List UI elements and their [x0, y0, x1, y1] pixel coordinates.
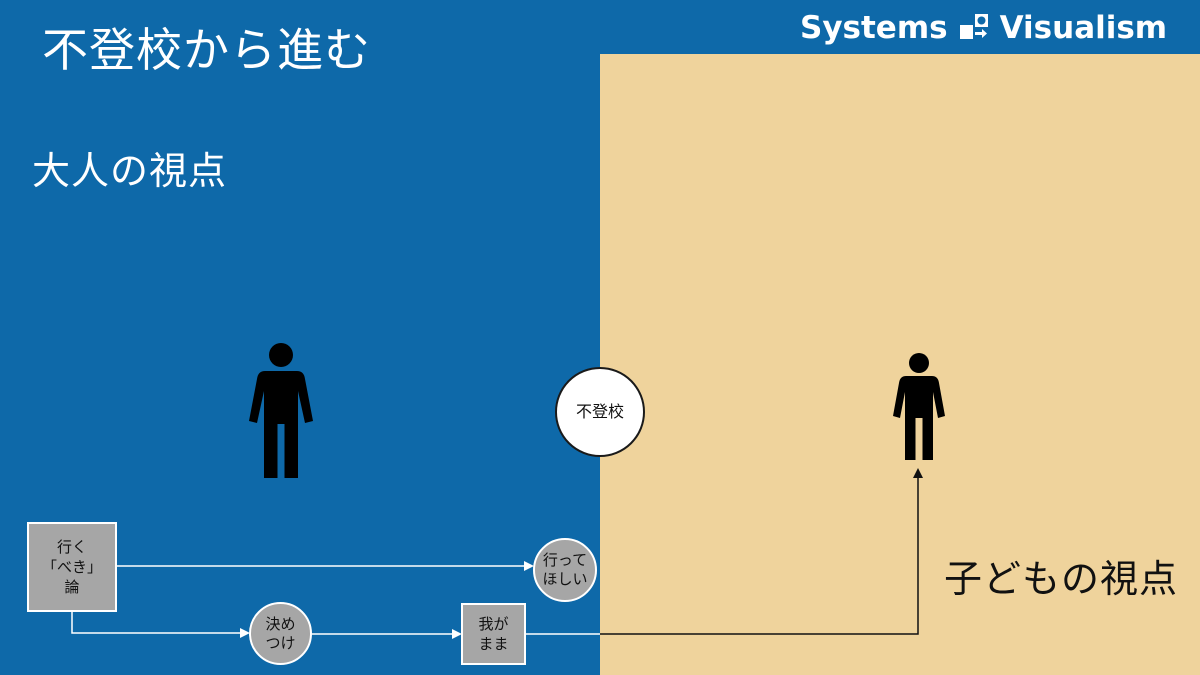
systems-visualism-logo-icon [959, 14, 988, 39]
brand-name-part-2: Visualism [999, 10, 1168, 46]
child-perspective-label: 子どもの視点 [944, 557, 1179, 601]
brand-logo-group: Systems Visualism [800, 8, 1167, 48]
arrow-ikubeki-to-kimetsuke [71, 612, 250, 638]
child-person-icon [893, 353, 945, 460]
futoko-node: 不登校 [555, 367, 645, 457]
slide-title: 不登校から進む [42, 23, 371, 77]
kimetsuke-node: 決め つけ [249, 602, 312, 665]
wagamama-node: 我が まま [461, 603, 526, 665]
brand-name-part-1: Systems [800, 10, 948, 46]
adult-person-icon [249, 343, 313, 478]
itte-hoshii-node: 行って ほしい [533, 538, 597, 602]
adult-perspective-label: 大人の視点 [32, 149, 228, 193]
ikubeki-ron-node: 行く 「べき」 論 [27, 522, 117, 612]
